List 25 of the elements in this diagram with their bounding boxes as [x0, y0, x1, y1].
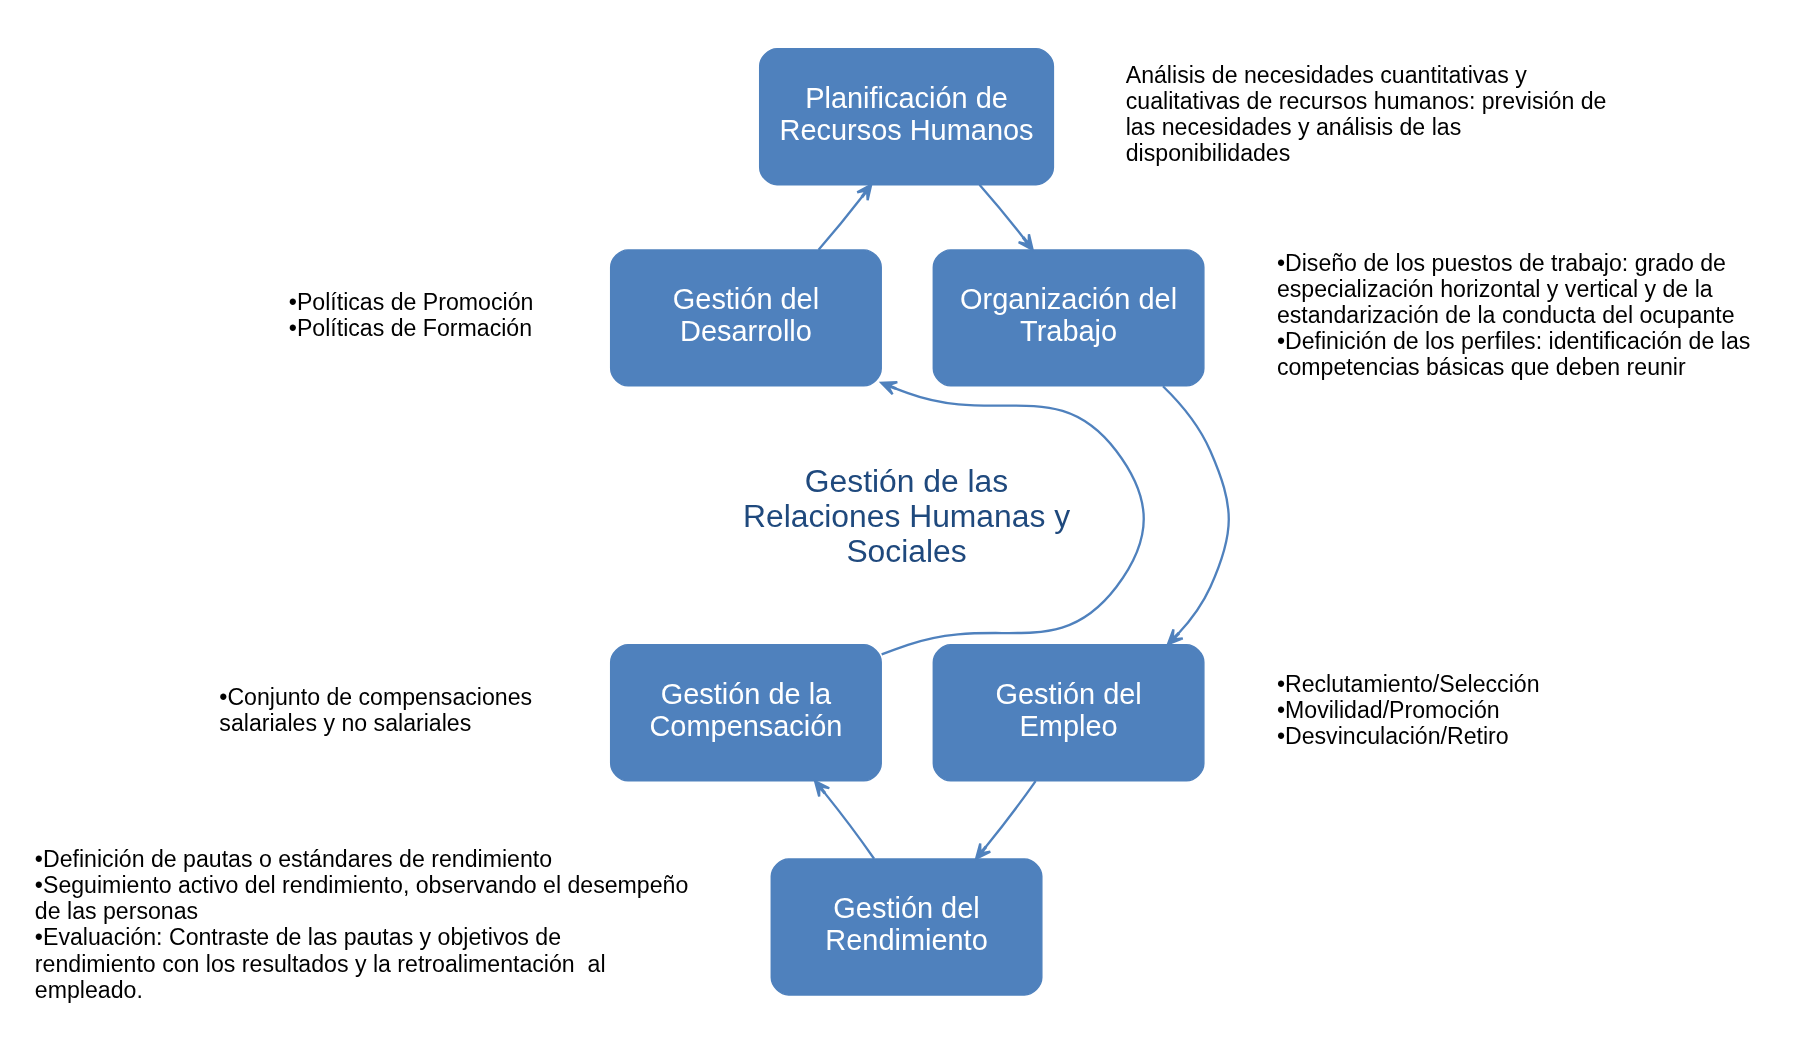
- arrow: [1162, 385, 1230, 646]
- node-label: •Movilidad/Promoción: [1276, 697, 1500, 724]
- arrow: [978, 184, 1034, 251]
- node-label: •Definición de los perfiles: identificación de las competencias básicas que deben reunir: [1276, 328, 1751, 381]
- node-box: Gestión del Empleo: [932, 644, 1205, 782]
- node-label: •Evaluación: Contraste de las pautas y objetivos de rendimiento con los resultados y la retroalimentación al empleado.: [34, 924, 606, 1003]
- node-box: Planificación de Recursos Humanos: [758, 48, 1055, 186]
- arrow: [813, 779, 876, 860]
- node-label: •Reclutamiento/Selección: [1276, 671, 1540, 698]
- arrow: [974, 780, 1037, 860]
- node-label: •Seguimiento activo del rendimiento, observando el desempeño de las personas: [34, 872, 689, 925]
- node-label: •Diseño de los puestos de trabajo: grado de especialización horizontal y vertical y de la estandarización de la conducta del ocupante: [1276, 250, 1735, 329]
- node-label: •Desvinculación/Retiro: [1276, 723, 1509, 750]
- node-label: Análisis de necesidades cuantitativas y cualitativas de recursos humanos: previsión de las necesidades y análisis de las disponibilidades: [1125, 62, 1607, 167]
- node-box: Gestión del Rendimiento: [770, 858, 1043, 996]
- arrow: [817, 183, 873, 251]
- node-label: •Políticas de Formación: [288, 315, 533, 342]
- node-box: Organización del Trabajo: [932, 249, 1205, 387]
- label: Gestión de las Relaciones Humanas y Sociales: [742, 463, 1071, 569]
- node-box: Gestión del Desarrollo: [609, 249, 882, 387]
- node-label: •Políticas de Promoción: [288, 289, 534, 316]
- node-label: •Conjunto de compensaciones salariales y no salariales: [219, 684, 533, 737]
- arrow: [880, 381, 1145, 656]
- node-label: •Definición de pautas o estándares de rendimiento: [34, 846, 553, 873]
- node-box: Gestión de la Compensación: [609, 644, 882, 782]
